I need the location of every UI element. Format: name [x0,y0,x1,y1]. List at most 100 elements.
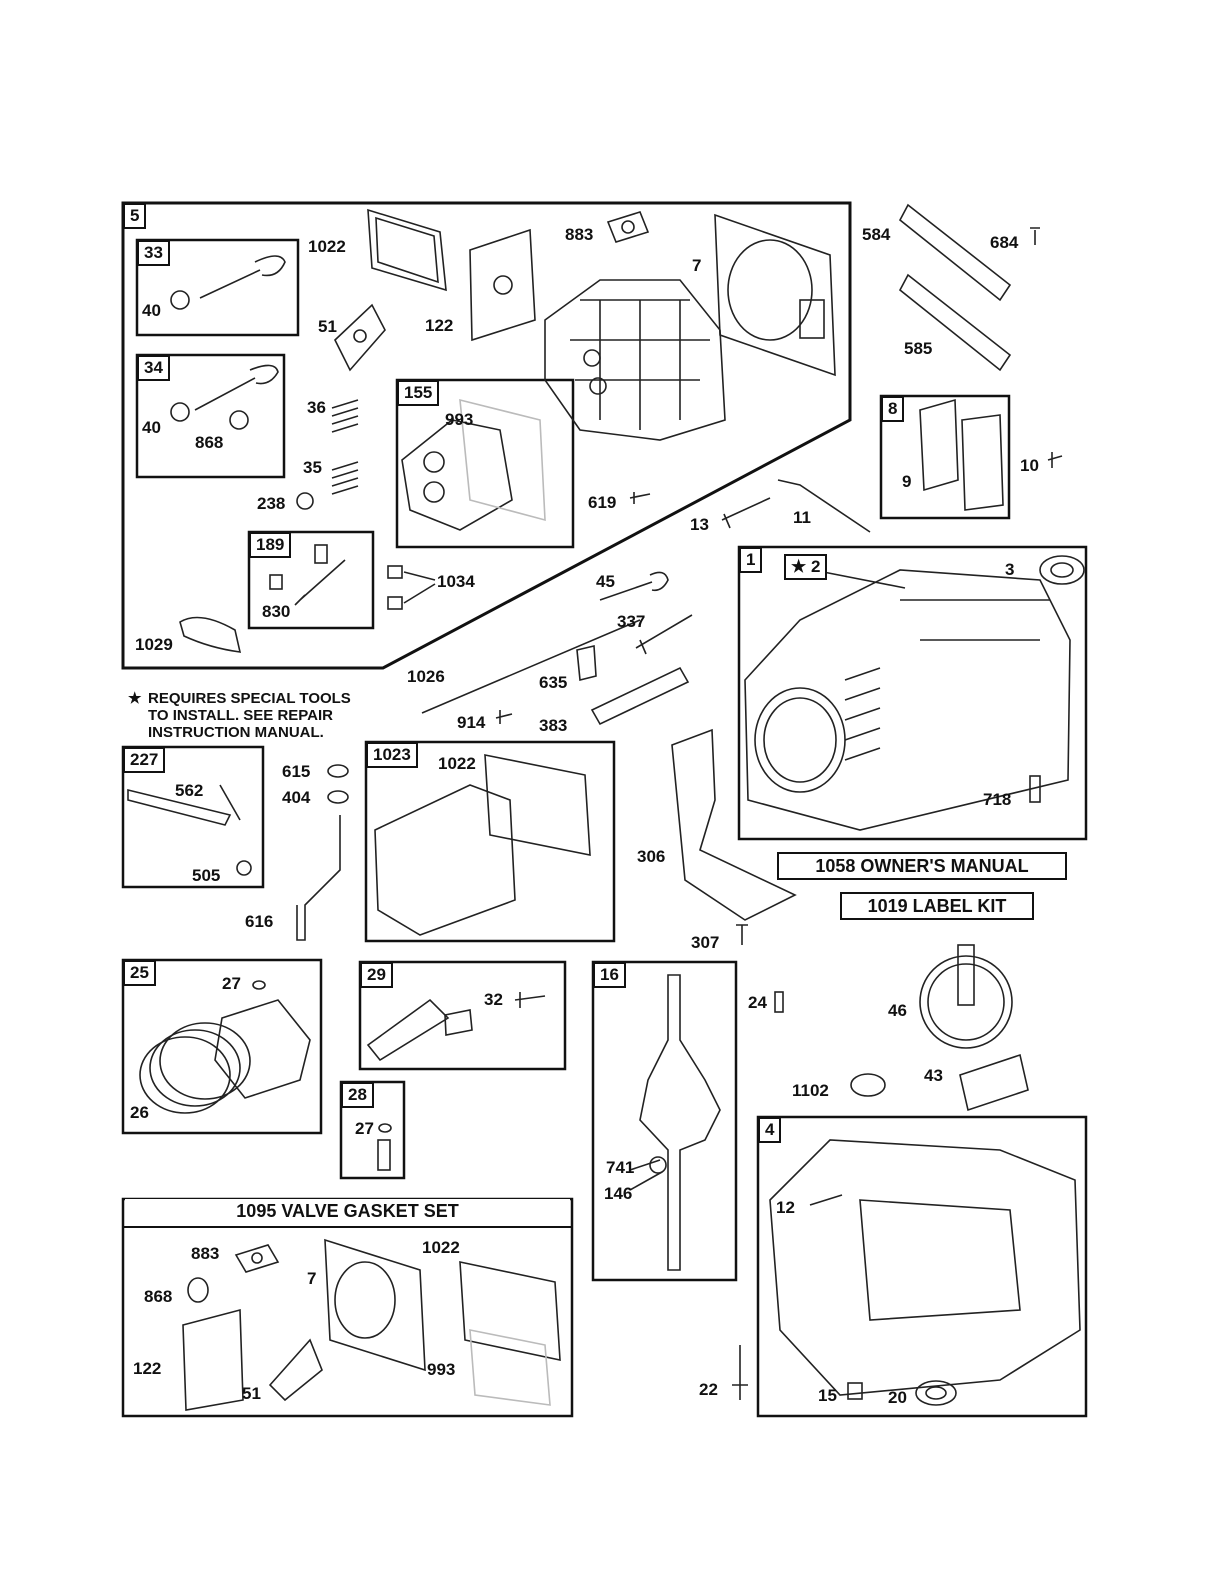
part-label: 27 [222,974,241,993]
part-label: 20 [888,1388,907,1407]
part-label: 36 [307,398,326,417]
box-1023-tag: 1023 [366,742,418,768]
box-5-tag: 5 [123,203,147,229]
part-label: 146 [604,1184,633,1203]
bolt-619 [629,492,651,504]
part-label: 383 [539,716,568,735]
spark-plug-337 [635,614,693,655]
part-label: 306 [637,847,666,866]
box-4-tag: 4 [758,1117,782,1143]
crankshaft-16 [639,974,721,1271]
special-tools-note: ★ REQUIRES SPECIAL TOOLS TO INSTALL. SEE… [128,690,368,741]
part-label: 9 [902,472,912,491]
exhaust-valve [194,364,279,411]
part-label: 1022 [438,754,476,773]
bolt-13 [721,497,771,529]
tube-383 [590,666,690,726]
box-25-frame [121,958,323,1135]
connecting-rod-29 [366,998,450,1062]
part-label: 993 [445,410,474,429]
oil-sump-4 [769,1139,1081,1396]
part-label: 1022 [308,237,346,256]
label-kit-banner: 1019 LABEL KIT [840,892,1034,920]
insulator-plate-122 [469,228,536,342]
pin-28 [377,1139,391,1171]
part-label: 307 [691,933,720,952]
plug-15 [847,1382,863,1400]
box-227-tag: 227 [123,747,166,773]
part-label: 122 [133,1359,162,1378]
part-label: 7 [307,1269,317,1288]
box-33-tag: 33 [137,240,170,266]
box-34-frame [135,353,286,479]
valve-45 [599,571,669,601]
part-label: 35 [303,458,322,477]
bracket-1029 [179,616,242,653]
valve-spring-36 [331,399,359,433]
part-label: 584 [862,225,891,244]
valve-cover-1023 [374,784,516,936]
breather-cover-155 [401,419,513,531]
screw-684 [1030,227,1040,245]
box-29-tag: 29 [360,962,393,988]
part-label: 122 [425,316,454,335]
part-label: 993 [427,1360,456,1379]
bolt-22 [732,1345,748,1400]
seal-20 [915,1380,957,1406]
part-label: 883 [565,225,594,244]
head-gasket-7 [714,213,836,377]
spark-plug-830 [294,559,346,606]
star-icon: ★ [128,690,142,707]
part-label: 585 [904,339,933,358]
gasket-51b [268,1338,323,1402]
part-label: 1026 [407,667,445,686]
part-label: 830 [262,602,291,621]
part-label: 15 [818,1386,837,1405]
engine-block [744,569,1071,831]
part-label: 1029 [135,635,173,654]
special-tools-text: REQUIRES SPECIAL TOOLS TO INSTALL. SEE R… [148,690,351,741]
piston-27 [214,999,311,1099]
cover-9 [919,398,959,492]
baffle-306 [671,728,797,921]
bolt-914 [495,710,513,724]
part-label: 3 [1005,560,1015,579]
part-label: 12 [776,1198,795,1217]
piston-rings-26 [139,1036,231,1114]
clip-1034a [387,565,403,579]
bolt-32 [514,992,546,1008]
breather-gasket-993 [459,398,546,522]
fitting-635 [576,645,597,682]
part-label: 46 [888,1001,907,1020]
pushrod-1026 [421,619,641,714]
part-label: 10 [1020,456,1039,475]
part-label: 883 [191,1244,220,1263]
part-label: 51 [318,317,337,336]
box-1-frame [737,545,1088,841]
box-227-frame [121,745,265,889]
box-16-frame [591,960,738,1282]
cam-gear-46 [919,955,1013,1049]
gasket-1022c [459,1261,561,1361]
head-gasket-7b [324,1238,426,1372]
screw-307 [736,924,748,945]
part-label: 43 [924,1066,943,1085]
part-label: 32 [484,990,503,1009]
box-189-tag: 189 [249,532,292,558]
screw-562 [219,784,241,821]
intake-gasket-883 [606,211,650,243]
part-label: 7 [692,256,702,275]
box-155-frame [395,378,575,549]
box-28-tag: 28 [341,1082,374,1108]
part-label: 40 [142,301,161,320]
part-label: 51 [242,1384,261,1403]
governor-43 [959,1053,1029,1112]
gasket-584 [898,203,1012,302]
box-8-frame [879,394,1011,520]
valve-spring-35 [331,461,359,495]
retainer-238 [296,492,314,510]
link-616 [296,815,341,941]
part-label: 635 [539,673,568,692]
part-label: 1102 [792,1081,829,1100]
